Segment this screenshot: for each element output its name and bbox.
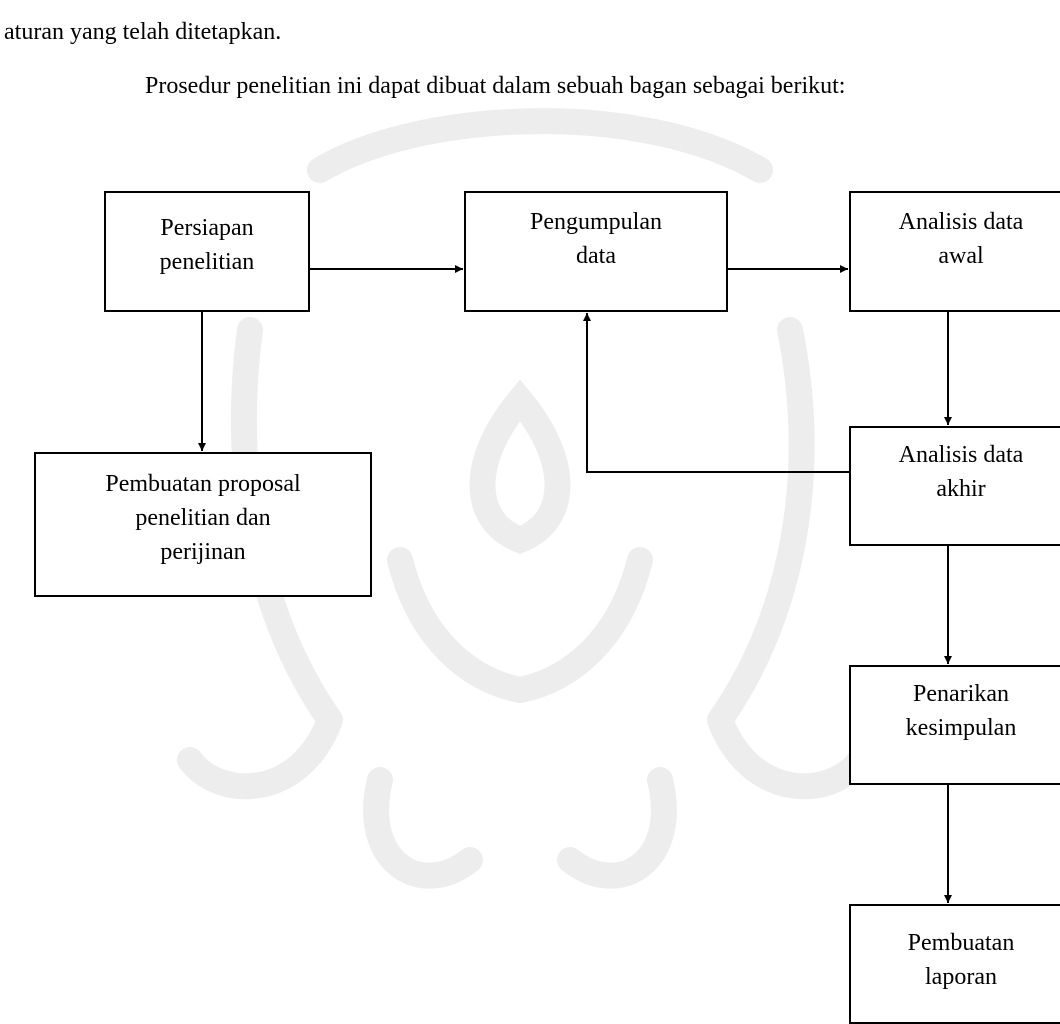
body-text-line-2: Prosedur penelitian ini dapat dibuat dal… (145, 73, 846, 99)
box-analisis-data-akhir: Analisis data akhir (849, 426, 1060, 546)
box-penarikan-kesimpulan: Penarikan kesimpulan (849, 665, 1060, 785)
box-label-line: awal (938, 243, 984, 269)
box-label-line: akhir (936, 476, 986, 502)
box-persiapan-penelitian: Persiapan penelitian (104, 191, 310, 312)
box-label-line: data (576, 243, 616, 269)
box-label-line: kesimpulan (905, 715, 1017, 741)
box-label-line: Penarikan (913, 681, 1009, 707)
box-label-line: Pembuatan (907, 930, 1015, 956)
box-label-line: Analisis data (898, 209, 1024, 235)
body-text-line-1: aturan yang telah ditetapkan. (4, 19, 282, 45)
box-pembuatan-laporan: Pembuatan laporan (849, 904, 1060, 1024)
box-label-line: Analisis data (898, 442, 1024, 468)
box-pembuatan-proposal: Pembuatan proposal penelitian dan periji… (34, 452, 372, 597)
box-label-line: Persiapan (160, 215, 254, 241)
arrow-analisis-akhir-to-pengumpulan (583, 313, 849, 473)
box-label-line: laporan (925, 964, 997, 990)
box-label-line: penelitian dan (135, 505, 271, 531)
box-analisis-data-awal: Analisis data awal (849, 191, 1060, 312)
box-label-line: penelitian (159, 249, 255, 275)
box-label-line: Pembuatan proposal (105, 471, 301, 497)
box-pengumpulan-data: Pengumpulan data (464, 191, 728, 312)
box-label-line: perijinan (160, 539, 246, 565)
box-label-line: Pengumpulan (530, 209, 662, 235)
